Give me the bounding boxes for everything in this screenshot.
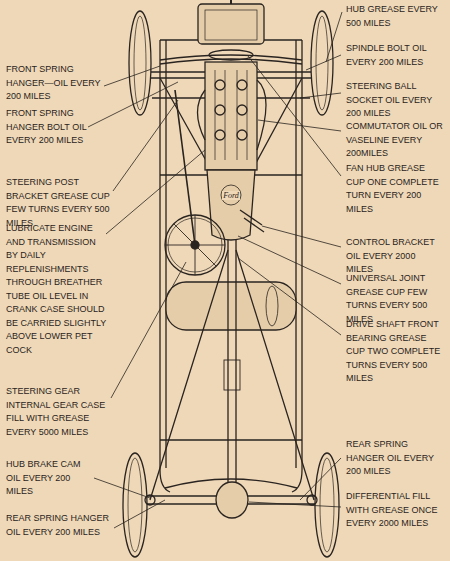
callout-label: REAR SPRING HANGER OIL EVERY 200 MILES: [346, 438, 444, 479]
callout-label: HUB BRAKE CAM OIL EVERY 200 MILES: [6, 458, 96, 499]
callout-label: FRONT SPRING HANGER BOLT OIL EVERY 200 M…: [6, 107, 88, 148]
callout-label: DIFFERENTIAL FILL WITH GREASE ONCE EVERY…: [346, 490, 444, 531]
callout-label: STEERING POST BRACKET GREASE CUP FEW TUR…: [6, 176, 114, 230]
callout-label: FAN HUB GREASE CUP ONE COMPLETE TURN EVE…: [346, 162, 444, 216]
callout-label: COMMUTATOR OIL OR VASELINE EVERY 200MILE…: [346, 120, 444, 161]
callout-label: CONTROL BRACKET OIL EVERY 2000 MILES: [346, 236, 444, 277]
callout-label: FRONT SPRING HANGER—OIL EVERY 200 MILES: [6, 63, 106, 104]
callout-label: SPINDLE BOLT OIL EVERY 200 MILES: [346, 42, 444, 69]
callout-label: HUB GREASE EVERY 500 MILES: [346, 3, 444, 30]
callout-label: DRIVE SHAFT FRONT BEARING GREASE CUP TWO…: [346, 318, 444, 386]
callout-label: STEERING GEAR INTERNAL GEAR CASE FILL WI…: [6, 385, 112, 439]
brand-script: Ford: [222, 191, 240, 200]
callout-label: REAR SPRING HANGER OIL EVERY 200 MILES: [6, 512, 116, 539]
callout-label: UNIVERSAL JOINT GREASE CUP FEW TURNS EVE…: [346, 272, 444, 326]
callout-label: STEERING BALL SOCKET OIL EVERY 200 MILES: [346, 80, 444, 121]
callout-label: LUBRICATE ENGINE AND TRANSMISSION BY DAI…: [6, 222, 108, 357]
leader-lines: [88, 12, 342, 528]
